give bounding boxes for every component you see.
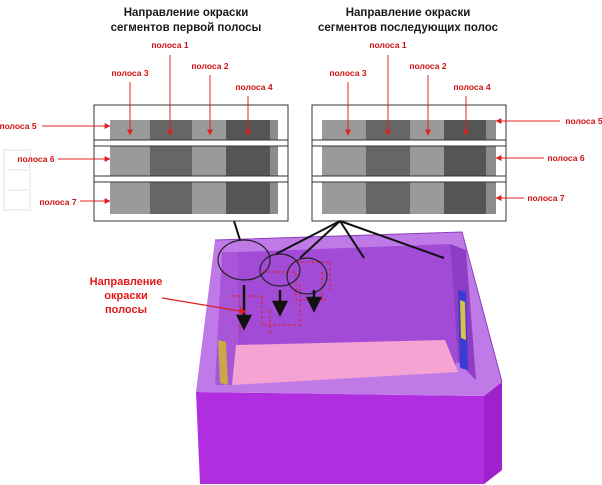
room-model — [196, 231, 503, 484]
left-label-strip5: полоса 5 — [0, 121, 37, 131]
strip-direction-line3: полосы — [105, 304, 147, 316]
left-label-strip6: полоса 6 — [17, 154, 54, 164]
right-heading-line2: сегментов последующих полос — [318, 22, 499, 34]
left-heading-line2: сегментов первой полосы — [111, 22, 262, 34]
left-label-strip1: полоса 1 — [151, 40, 188, 50]
pointer-lines — [233, 220, 445, 259]
background-sketch — [3, 149, 31, 211]
strip-direction-arrow — [161, 297, 247, 315]
left-label-strip2: полоса 2 — [191, 61, 228, 71]
left-wall-panel — [93, 104, 289, 222]
left-label-strip3: полоса 3 — [111, 68, 148, 78]
right-label-strip6: полоса 6 — [547, 153, 584, 163]
strip-direction-line1: Направление — [90, 276, 163, 288]
right-wall-panel — [311, 104, 507, 222]
right-heading-line1: Направление окраски — [346, 7, 471, 19]
strip-direction-line2: окраски — [104, 290, 147, 302]
right-label-strip4: полоса 4 — [453, 82, 490, 92]
highlight-circles — [217, 239, 328, 295]
right-label-strip3: полоса 3 — [329, 68, 366, 78]
right-label-strip2: полоса 2 — [409, 61, 446, 71]
left-label-strip7: полоса 7 — [39, 197, 76, 207]
right-label-strip7: полоса 7 — [527, 193, 564, 203]
right-label-strip5: полоса 5 — [565, 116, 602, 126]
left-label-strip4: полоса 4 — [235, 82, 272, 92]
left-heading-line1: Направление окраски — [124, 7, 249, 19]
right-label-strip1: полоса 1 — [369, 40, 406, 50]
